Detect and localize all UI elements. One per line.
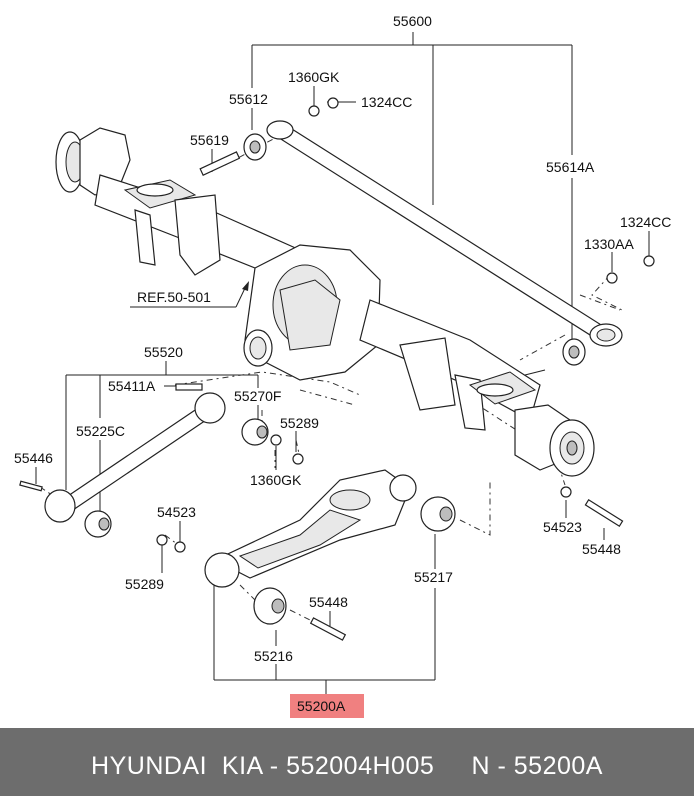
label-55614a: 55614A (546, 159, 595, 175)
label-55446: 55446 (14, 450, 53, 466)
highlight-box (290, 694, 364, 718)
footer-banner: HYUNDAI KIA - 552004H005 N - 55200A (0, 728, 694, 796)
label-55200a: 55200A (297, 698, 346, 714)
lower-arm-assembly (156, 469, 624, 641)
rear-axle-housing (55, 127, 595, 477)
leader-lines (35, 32, 650, 694)
label-55448-right: 55448 (582, 541, 621, 557)
footer-text: HYUNDAI KIA - 552004H005 N - 55200A (91, 752, 603, 780)
label-ref: REF.50-501 (137, 289, 211, 305)
highlighted-part: 55200A (290, 694, 364, 718)
label-55217: 55217 (414, 569, 453, 585)
label-55225c: 55225C (76, 423, 125, 439)
label-1360gk-mid: 1360GK (250, 472, 302, 488)
rear-suspension-diagram: 55600 55612 1360GK 1324CC 55619 55614A 1… (14, 13, 671, 718)
label-55520: 55520 (144, 344, 183, 360)
label-55216: 55216 (254, 648, 293, 664)
label-55289-lower: 55289 (125, 576, 164, 592)
label-55612: 55612 (229, 91, 268, 107)
label-1324cc-top: 1324CC (361, 94, 412, 110)
label-55411a: 55411A (108, 378, 156, 394)
part-labels: 55600 55612 1360GK 1324CC 55619 55614A 1… (14, 13, 671, 664)
label-55448-mid: 55448 (309, 594, 348, 610)
lateral-rod-assembly (199, 97, 655, 366)
label-54523-left: 54523 (157, 504, 196, 520)
label-55289-upper: 55289 (280, 415, 319, 431)
label-1360gk-top: 1360GK (288, 69, 340, 85)
label-1330aa: 1330AA (584, 236, 634, 252)
label-54523-right: 54523 (543, 519, 582, 535)
lower-link-assembly (19, 383, 304, 538)
label-55600: 55600 (393, 13, 432, 29)
label-55619: 55619 (190, 132, 229, 148)
label-1324cc-right: 1324CC (620, 214, 671, 230)
label-55270f: 55270F (234, 388, 281, 404)
